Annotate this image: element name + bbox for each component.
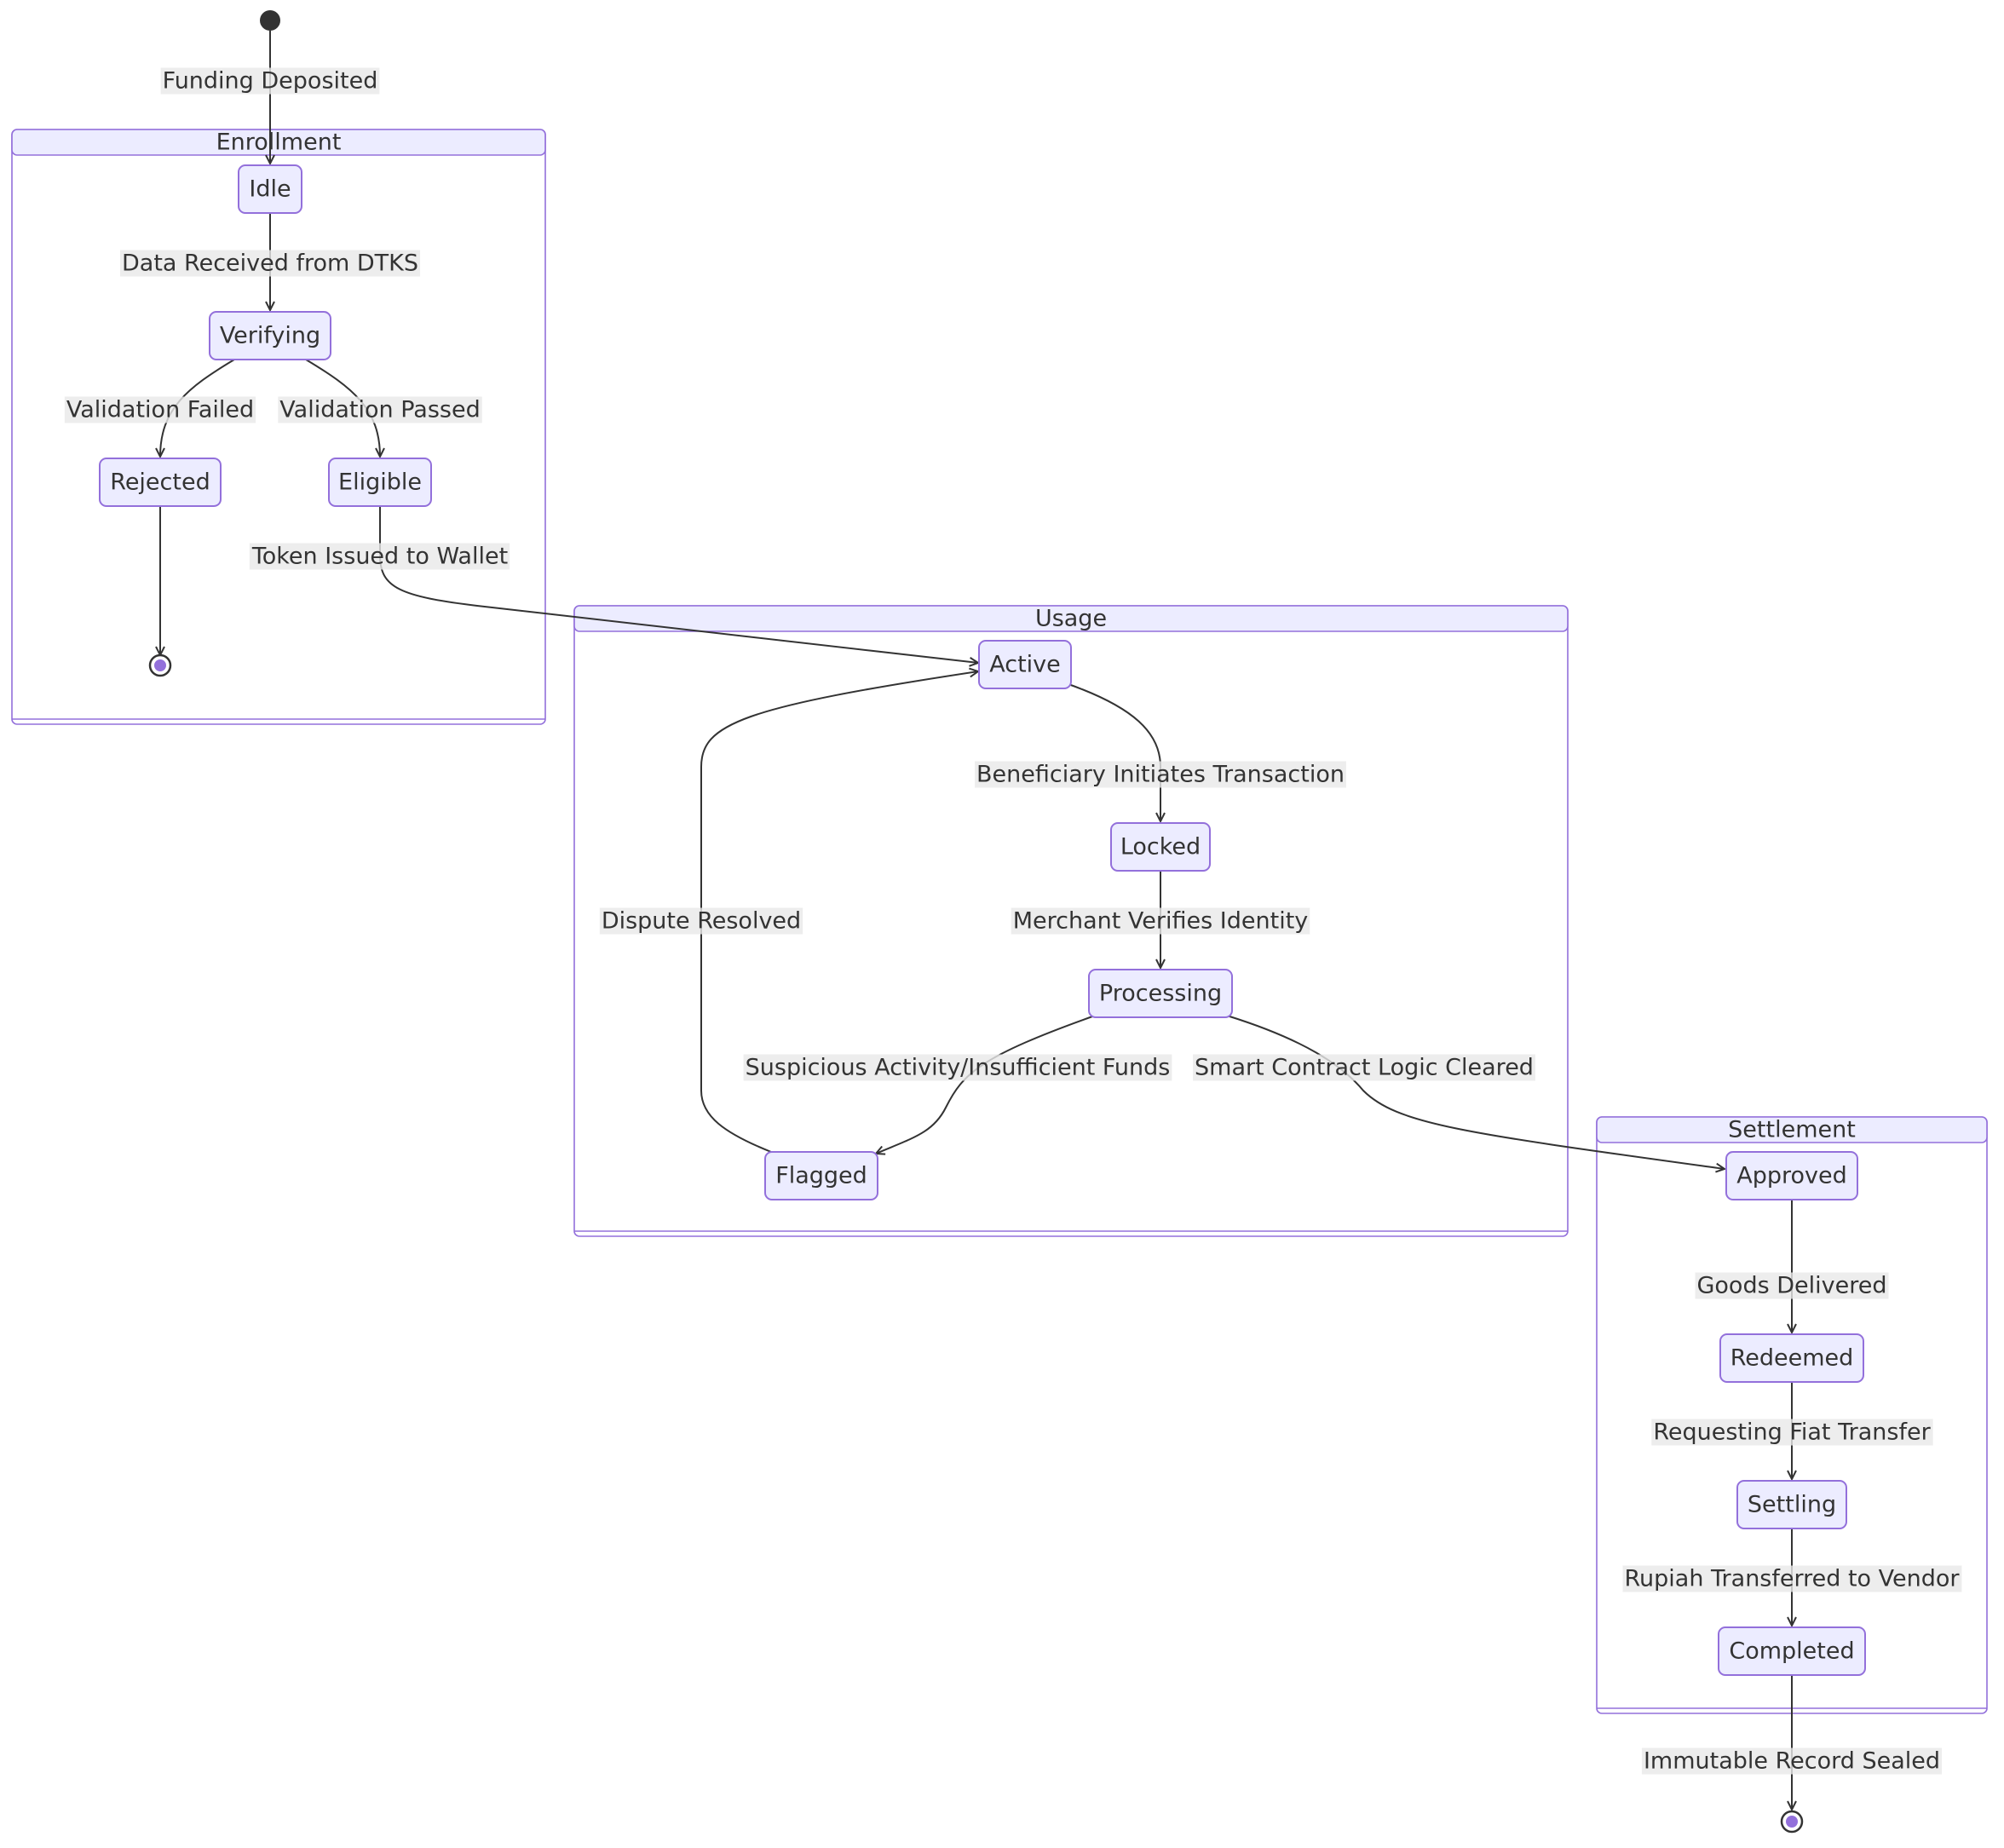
state-idle-label: Idle (249, 176, 291, 203)
state-active: Active (978, 640, 1072, 689)
edge-label-validation-passed: Validation Passed (279, 397, 480, 423)
final-state-enrollment (148, 653, 172, 677)
edge-label-record-sealed: Immutable Record Sealed (1644, 1748, 1940, 1775)
initial-state-dot (260, 10, 280, 31)
state-rejected: Rejected (99, 458, 222, 507)
state-flagged: Flagged (764, 1151, 878, 1200)
state-idle: Idle (238, 164, 302, 214)
edge-processing-approved (1226, 1015, 1725, 1169)
edge-label-goods-delivered: Goods Delivered (1696, 1273, 1886, 1299)
edge-labels: Funding Deposited Data Received from DTK… (64, 67, 1962, 1775)
edge-flagged-active (700, 671, 978, 1153)
edge-label-dispute-resolved: Dispute Resolved (602, 908, 801, 935)
state-locked: Locked (1110, 822, 1211, 872)
state-completed-label: Completed (1729, 1638, 1854, 1665)
state-rejected-label: Rejected (110, 469, 210, 496)
cluster-enrollment-box (11, 129, 546, 725)
edge-label-funding-deposited: Funding Deposited (163, 68, 378, 95)
state-completed: Completed (1718, 1626, 1866, 1676)
cluster-settlement-title: Settlement (1728, 1117, 1856, 1143)
state-processing-label: Processing (1099, 981, 1222, 1007)
cluster-usage-title: Usage (1035, 606, 1107, 632)
cluster-settlement-header (1596, 1116, 1988, 1143)
edge-label-data-received: Data Received from DTKS (122, 250, 418, 277)
state-verifying: Verifying (209, 311, 331, 360)
state-eligible: Eligible (328, 458, 432, 507)
state-processing: Processing (1088, 969, 1233, 1018)
edges (160, 31, 1792, 1810)
edge-label-beneficiary-initiates: Beneficiary Initiates Transaction (976, 762, 1345, 788)
cluster-enrollment-header (11, 129, 546, 156)
final-state-settlement (1780, 1810, 1804, 1834)
state-flagged-label: Flagged (775, 1163, 867, 1189)
cluster-usage-header (573, 605, 1569, 632)
cluster-enrollment: Enrollment (11, 129, 546, 725)
edge-label-requesting-fiat: Requesting Fiat Transfer (1653, 1419, 1931, 1446)
edge-label-smart-contract-cleared: Smart Contract Logic Cleared (1195, 1055, 1534, 1081)
state-locked-label: Locked (1120, 834, 1201, 861)
edge-label-validation-failed: Validation Failed (66, 397, 254, 423)
edge-label-rupiah-transferred: Rupiah Transferred to Vendor (1624, 1566, 1960, 1592)
state-verifying-label: Verifying (220, 323, 320, 349)
state-settling-label: Settling (1748, 1492, 1836, 1518)
edge-processing-flagged (876, 1015, 1096, 1154)
edge-label-token-issued: Token Issued to Wallet (251, 544, 508, 570)
state-settling: Settling (1736, 1480, 1847, 1529)
state-approved-label: Approved (1736, 1163, 1847, 1189)
state-redeemed: Redeemed (1719, 1333, 1864, 1383)
state-redeemed-label: Redeemed (1730, 1345, 1854, 1372)
edge-label-merchant-verifies: Merchant Verifies Identity (1013, 908, 1309, 935)
state-active-label: Active (989, 652, 1061, 678)
state-approved: Approved (1725, 1151, 1858, 1200)
edge-label-suspicious-activity: Suspicious Activity/Insufficient Funds (746, 1055, 1171, 1081)
state-eligible-label: Eligible (338, 469, 422, 496)
cluster-enrollment-title: Enrollment (216, 130, 342, 156)
